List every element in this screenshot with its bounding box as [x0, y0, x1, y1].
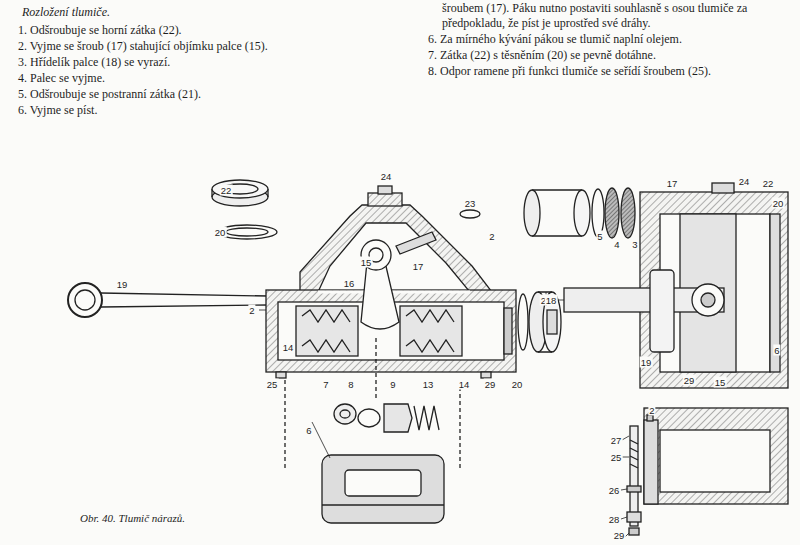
callout-number: 6 [773, 345, 780, 356]
callout-number: 2 [248, 305, 255, 316]
adjuster-section [627, 408, 788, 535]
callout-number: 2 [488, 231, 495, 242]
callout-number: 15 [714, 377, 727, 388]
callout-number: 19 [640, 357, 653, 368]
callout-number: 23 [464, 198, 477, 209]
cam [361, 232, 436, 329]
callout-number: 22 [762, 178, 775, 189]
callout-number: 24 [738, 176, 751, 187]
side-section [524, 183, 788, 388]
callout-number: 17 [666, 178, 679, 189]
top-plug [212, 180, 277, 239]
callout-number: 25 [610, 452, 623, 463]
callout-number: 14 [282, 342, 295, 353]
text-column: šroubem (17). Páku nutno postaviti souhl… [428, 1, 790, 80]
instruction-step: 3. Hřídelík palce (18) se vyrazí. [18, 55, 348, 70]
callout-number: 13 [422, 379, 435, 390]
callout-number: 20 [214, 227, 227, 238]
instruction-step: 5. Odšroubuje se postranní zátka (21). [18, 87, 348, 102]
callout-number: 4 [613, 239, 620, 250]
callout-number: 20 [772, 198, 785, 209]
callout-number: 2 [648, 405, 655, 416]
side-plug [518, 292, 561, 352]
housing-section [266, 186, 516, 378]
callout-number: 29 [613, 530, 626, 541]
instruction-step: 2. Vyjme se šroub (17) stahující objímku… [18, 39, 348, 54]
instruction-step: 6. Vyjme se píst. [18, 103, 348, 118]
callout-number: 29 [484, 379, 497, 390]
callout-number: 8 [347, 379, 354, 390]
callout-number: 18 [545, 295, 558, 306]
callout-number: 26 [608, 485, 621, 496]
exploded-piston [285, 338, 460, 523]
callout-number: 29 [683, 375, 696, 386]
lever-arm [68, 283, 268, 317]
figure-caption: Obr. 40. Tlumič nárazů. [80, 512, 185, 524]
section-heading: Rozložení tlumiče. [22, 5, 110, 20]
instruction-step: 4. Palec se vyjme. [18, 71, 348, 86]
callout-number: 9 [389, 379, 396, 390]
callout-number: 27 [610, 435, 623, 446]
instruction-step: 8. Odpor ramene při funkci tlumiče se se… [428, 64, 790, 79]
callout-number: 3 [631, 239, 638, 250]
callout-number: 17 [412, 261, 425, 272]
callout-number: 5 [596, 231, 603, 242]
callout-number: 15 [360, 257, 373, 268]
instruction-step: 6. Za mírného kývání pákou se tlumič nap… [428, 32, 790, 47]
callout-number: 28 [608, 514, 621, 525]
callout-number: 25 [266, 379, 279, 390]
washer [460, 210, 480, 218]
callout-number: 16 [343, 278, 356, 289]
instruction-step: 1. Odšroubuje se horní zátka (22). [18, 23, 348, 38]
text-column: 1. Odšroubuje se horní zátka (22).2. Vyj… [18, 23, 348, 119]
callout-number: 24 [380, 171, 393, 182]
leader-lines [259, 292, 629, 537]
callout-number: 19 [116, 279, 129, 290]
callout-number: 7 [322, 379, 329, 390]
instruction-step: 7. Zátka (22) s těsněním (20) se pevně d… [428, 48, 790, 63]
callout-number: 20 [511, 379, 524, 390]
instruction-step: šroubem (17). Páku nutno postaviti souhl… [428, 1, 790, 31]
callout-number: 22 [220, 185, 233, 196]
callout-number: 14 [458, 379, 471, 390]
callout-number: 6 [305, 425, 312, 436]
